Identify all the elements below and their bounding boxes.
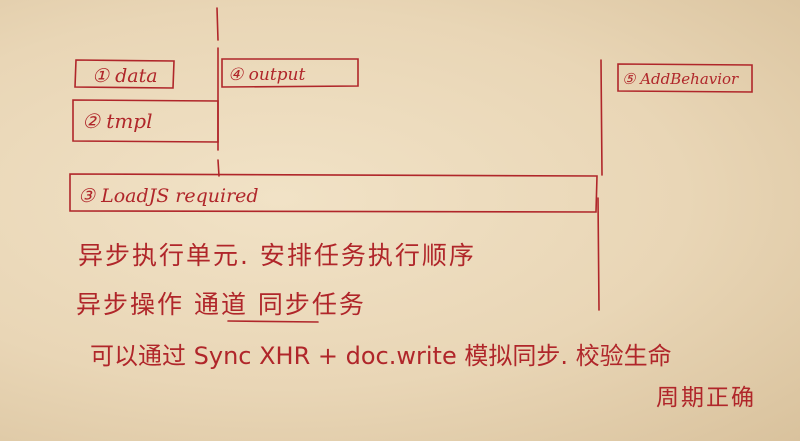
divider-line-right bbox=[597, 59, 603, 311]
loadjs-box-label: ③ LoadJS required bbox=[78, 185, 259, 207]
note-line-2: 异步操作 通道 同步任务 bbox=[76, 290, 366, 319]
note-line-1: 异步执行单元. 安排任务执行顺序 bbox=[78, 241, 476, 270]
data-box bbox=[74, 59, 175, 89]
tmpl-box bbox=[72, 99, 219, 143]
add-behavior-box-label: ⑤ AddBehavior bbox=[622, 70, 739, 88]
tmpl-box-label: ② tmpl bbox=[82, 109, 153, 133]
add-behavior-box bbox=[617, 63, 753, 93]
divider-line-left bbox=[216, 7, 220, 177]
loadjs-box bbox=[69, 173, 598, 213]
output-box-label: ④ output bbox=[228, 65, 305, 85]
note-line-4: 周期正确 bbox=[656, 385, 756, 411]
underline-mark bbox=[227, 320, 319, 323]
data-box-label: ① data bbox=[92, 65, 158, 87]
note-line-3: 可以通过 Sync XHR + doc.write 模拟同步. 校验生命 bbox=[90, 342, 672, 370]
output-box bbox=[221, 58, 359, 88]
